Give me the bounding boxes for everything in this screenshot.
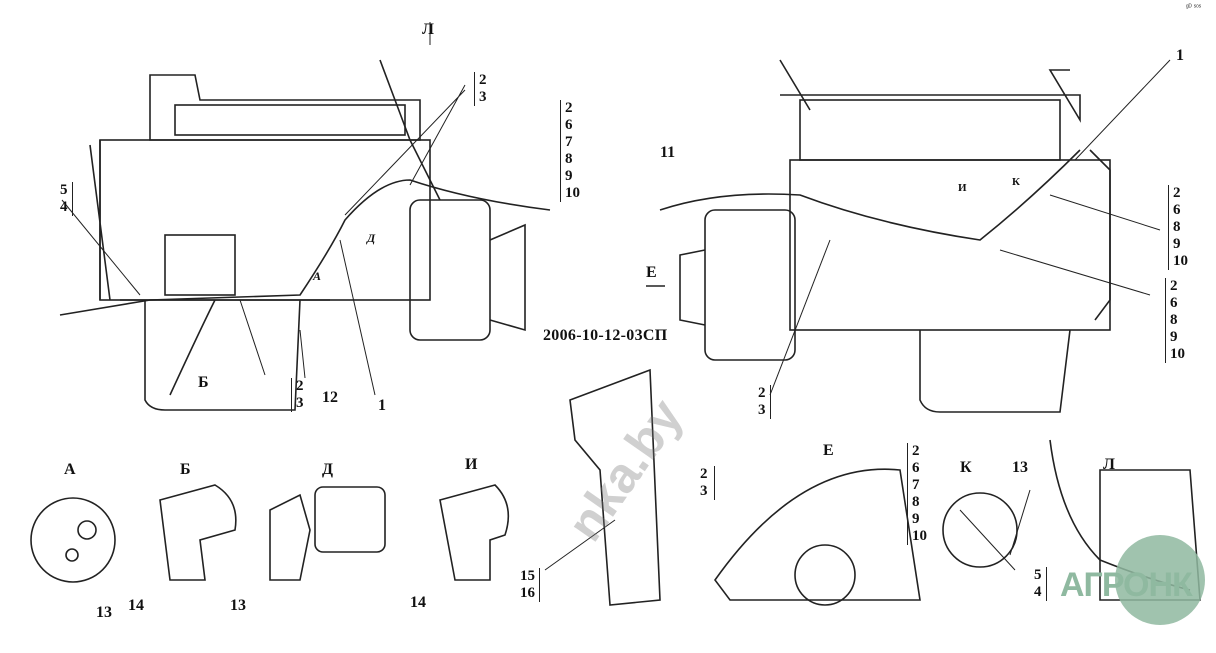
detail-k-callout: 13 xyxy=(1012,459,1028,476)
corner-mark: ᵍᴰ ˢᵒˢ xyxy=(1186,4,1202,11)
callout-1-left: 1 xyxy=(378,397,386,414)
callout-number: 6 xyxy=(912,460,920,476)
callout-group-right-upper: 2 6 8 9 10 xyxy=(1168,185,1188,270)
marker-d: Д xyxy=(367,231,376,245)
marker-a: А xyxy=(313,269,322,283)
callout-number: 9 xyxy=(1170,329,1178,345)
callout-1-right: 1 xyxy=(1176,47,1184,64)
callout-number: 10 xyxy=(565,185,580,201)
callout-2-3-top: 2 3 xyxy=(474,72,487,106)
callout-11: 11 xyxy=(660,144,676,161)
callout-number: 6 xyxy=(1170,295,1178,311)
detail-d-callout: 13 xyxy=(230,597,246,614)
left-engine-drawing xyxy=(59,59,551,411)
callout-group-right-lower: 2 6 8 9 10 xyxy=(1165,278,1185,363)
detail-b-title: Б xyxy=(180,461,191,478)
callout-number: 10 xyxy=(1170,346,1185,362)
detail-a-title: А xyxy=(64,461,76,478)
callout-number: 8 xyxy=(565,151,573,167)
callout-number: 5 xyxy=(1034,567,1042,583)
detail-side-callout: 15 16 xyxy=(520,568,540,602)
marker-i: И xyxy=(958,182,967,194)
view-label-b: Б xyxy=(198,374,209,391)
callout-number: 2 xyxy=(758,385,766,401)
callout-number: 10 xyxy=(912,528,927,544)
logo-text: АГРОНК xyxy=(1060,566,1193,604)
callout-number: 2 xyxy=(700,466,708,482)
view-label-l: Л xyxy=(422,21,434,38)
callout-number: 8 xyxy=(1170,312,1178,328)
detail-l-title: Л xyxy=(1103,456,1115,473)
view-label-e: Е xyxy=(646,264,657,281)
callout-number: 2 xyxy=(1173,185,1181,201)
callout-number: 3 xyxy=(700,483,708,499)
callout-number: 4 xyxy=(60,199,68,215)
leader-lines xyxy=(61,22,1171,571)
callout-number: 5 xyxy=(60,182,68,198)
detail-e-callout-left: 2 3 xyxy=(700,466,715,500)
detail-e-title: Е xyxy=(823,442,834,459)
detail-b-callout: 14 xyxy=(128,597,144,614)
callout-number: 16 xyxy=(520,585,535,601)
callout-number: 2 xyxy=(479,72,487,88)
detail-i-title: И xyxy=(465,456,478,473)
callout-2-3-right-view: 2 3 xyxy=(758,385,771,419)
logo-circle xyxy=(1115,535,1205,625)
detail-i-callout: 14 xyxy=(410,594,426,611)
marker-k: К xyxy=(1012,176,1020,188)
detail-d-title: Д xyxy=(322,461,334,478)
callout-number: 8 xyxy=(1173,219,1181,235)
callout-number: 3 xyxy=(758,402,766,418)
callout-5-4-left: 5 4 xyxy=(60,182,73,216)
callout-group-left-right: 2 6 7 8 9 10 xyxy=(560,100,580,202)
callout-number: 2 xyxy=(296,378,304,394)
callout-number: 9 xyxy=(912,511,920,527)
detail-a-callout: 13 xyxy=(96,604,112,621)
callout-number: 9 xyxy=(565,168,573,184)
callout-number: 3 xyxy=(479,89,487,105)
callout-number: 7 xyxy=(565,134,573,150)
callout-number: 7 xyxy=(912,477,920,493)
callout-number: 15 xyxy=(520,568,535,584)
right-engine-drawing xyxy=(659,59,1111,413)
callout-number: 2 xyxy=(1170,278,1178,294)
callout-number: 3 xyxy=(296,395,304,411)
callout-number: 8 xyxy=(912,494,920,510)
callout-2-3-bottom: 2 3 xyxy=(291,378,304,412)
detail-e-callout-right: 2 6 7 8 9 10 xyxy=(907,443,927,545)
detail-k-title: К xyxy=(960,459,972,476)
document-code: 2006-10-12-03СП xyxy=(543,327,668,344)
callout-number: 9 xyxy=(1173,236,1181,252)
callout-number: 2 xyxy=(912,443,920,459)
callout-12: 12 xyxy=(322,389,338,406)
callout-number: 10 xyxy=(1173,253,1188,269)
callout-number: 4 xyxy=(1034,584,1042,600)
detail-l-callout: 5 4 xyxy=(1034,567,1047,601)
agronka-logo: АГРОНК xyxy=(1020,535,1216,625)
callout-number: 2 xyxy=(565,100,573,116)
callout-number: 6 xyxy=(1173,202,1181,218)
callout-number: 6 xyxy=(565,117,573,133)
